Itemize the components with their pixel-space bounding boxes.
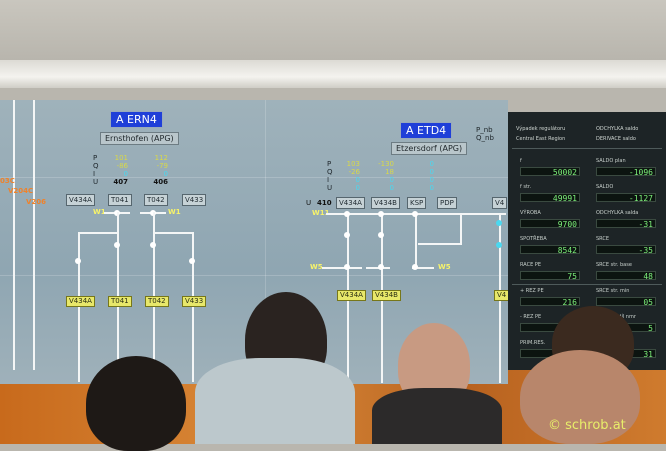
panel-row-right-label: SRCE [596,236,610,242]
panel-row-left-label: f str. [520,184,532,190]
panel-row-left-value: 216 [520,297,580,307]
edge-label-3: V206 [26,198,47,206]
panel-row-left-value: 50002 [520,167,580,177]
station-title-etd4[interactable]: A ETD4 [400,122,453,139]
panel-row-left-value: 9700 [520,219,580,229]
panel-row-right-value: -1096 [596,167,656,177]
panel-row-left-label: SPOTŘEBA [520,236,547,242]
panel-row-left-label: VÝROBA [520,210,541,216]
ceiling-beam [0,60,666,88]
panel-row-left-label: f [520,158,522,164]
bay-bottom-t042[interactable]: T042 [145,296,169,307]
measure-col2-left: 112 -79 0 406 [153,154,168,186]
panel-header-1: Výpadek regulátoru [516,126,566,132]
bus-w1-left: W1 [93,208,106,216]
bay-top-v434a[interactable]: V434A [66,194,95,206]
bus-w5-left: W5 [310,263,323,271]
bay-top-v434a-r[interactable]: V434A [336,197,365,209]
panel-row-right-label: SRCE str. base [596,262,632,268]
u-value-right: 410 [317,199,332,207]
edge-label-2: V204C [8,187,34,195]
panel-row-right-label: SALDO [596,184,614,190]
panel-row-right-value: -31 [596,219,656,229]
audience-shirt-1 [195,358,355,444]
panel-row-left-label: + REZ PE [520,288,544,294]
bay-top-t042[interactable]: T042 [144,194,168,206]
panel-row-right-label: SALDO plan [596,158,626,164]
panel-row-left-label: RACE PE [520,262,542,268]
panel-row-left-label: PRIM.RES. [520,340,546,346]
panel-row-left-value: 75 [520,271,580,281]
panel-divider-mid [512,284,662,285]
panel-row-left-value: 49991 [520,193,580,203]
measure-col1-right: 103 -26 0 0 [346,160,360,192]
bay-top-t041[interactable]: T041 [108,194,132,206]
bay-bottom-v434b-r[interactable]: V434B [372,290,401,301]
edge-label-1: 03C [0,177,15,185]
panel-row-right-value: -35 [596,245,656,255]
audience-head-5 [520,350,640,444]
station-subtitle-etd4: Etzersdorf (APG) [391,142,468,155]
station-title-ern4[interactable]: A ERN4 [110,111,163,128]
bay-bottom-t041[interactable]: T041 [108,296,132,307]
panel-row-right-value: 05 [596,297,656,307]
panel-row-right-label: SRCE str. min [596,288,630,294]
bus-w5-right: W5 [438,263,451,271]
panel-row-right-value: -1127 [596,193,656,203]
panel-row-right-label: ODCHYLKA salda [596,210,639,216]
panel-header-4: DERIVACE saldo [596,136,636,142]
panel-header-3: Central East Region [516,136,566,142]
bay-top-ksp[interactable]: KSP [407,197,427,209]
bus-w1-right: W1 [168,208,181,216]
bay-bottom-v434a[interactable]: V434A [66,296,95,307]
panel-row-right-value: 48 [596,271,656,281]
panel-divider-top [512,148,662,149]
bay-bottom-v433[interactable]: V433 [182,296,207,307]
bay-top-v433[interactable]: V433 [182,194,207,206]
watermark: © schrob.at [548,418,626,433]
bay-top-pdp[interactable]: PDP [437,197,457,209]
bay-top-v4[interactable]: V4 [492,197,508,209]
panel-row-left-value: 8542 [520,245,580,255]
bay-bottom-v434a-r[interactable]: V434A [337,290,366,301]
bus-w11: W11 [312,209,330,217]
measure-col1-left: 101 -86 0 407 [113,154,128,186]
u-label-right: U [306,199,312,207]
panel-header-2: ODCHYLKA saldo [596,126,639,132]
audience-shirt-3 [372,388,502,444]
station-subtitle-ern4: Ernsthofen (APG) [100,132,179,145]
panel-row-left-label: - REZ PE [520,314,542,320]
measure-col2-right: -130 18 0 0 [378,160,394,192]
bay-top-v434b-r[interactable]: V434B [371,197,400,209]
bay-bottom-v4-r[interactable]: V4 [494,290,508,301]
audience-head-2 [86,356,186,451]
